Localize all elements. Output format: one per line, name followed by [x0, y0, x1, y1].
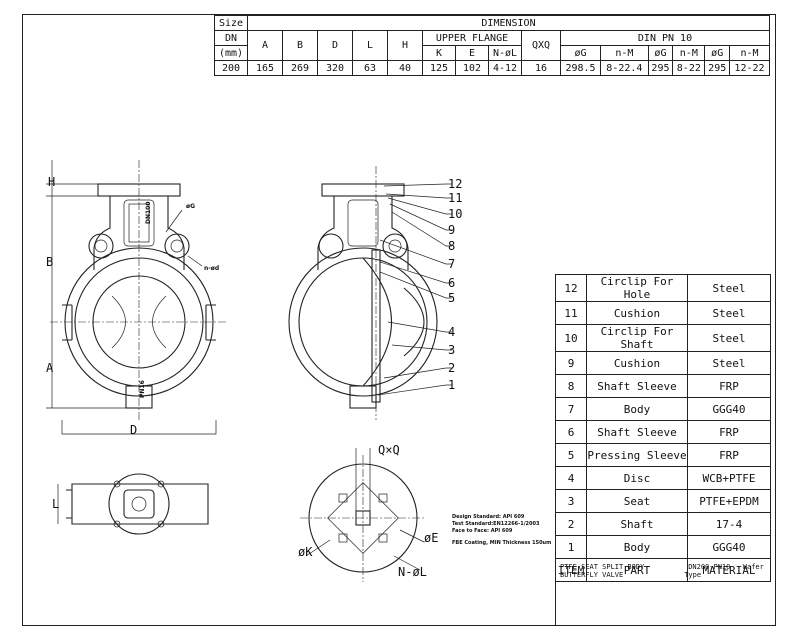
cell-no: 7 [555, 397, 587, 421]
callout-leader [383, 367, 452, 379]
cell-part: Cushion [586, 301, 688, 325]
callout-leader [385, 193, 452, 199]
label-k: øK [298, 545, 313, 559]
callout-11: 11 [448, 191, 462, 205]
label-a: A [46, 361, 54, 375]
callout-6: 6 [448, 276, 455, 290]
cell-qxq: 16 [521, 60, 561, 76]
label-h: H [48, 175, 55, 189]
cell-nm3: 12-22 [728, 60, 771, 76]
callout-2: 2 [448, 361, 455, 375]
callout-leader [377, 384, 452, 396]
callout-leader [389, 203, 452, 231]
cell-no: 12 [555, 274, 587, 302]
label-d: D [130, 423, 137, 437]
cell-material: GGG40 [687, 535, 771, 559]
cell-material: WCB+PTFE [687, 466, 771, 490]
cell-material: GGG40 [687, 397, 771, 421]
valve-name: PTFE SEAT SPLIT BODY BUTTERFLY VALVE [560, 562, 645, 579]
cell-part: Disc [586, 466, 688, 490]
callout-leader [379, 239, 452, 265]
label-e: øE [424, 531, 438, 545]
stamp-dn: DN100 [145, 201, 152, 224]
cell-material: FRP [687, 443, 771, 467]
callout-leader [391, 211, 452, 247]
cell-material: Steel [687, 351, 771, 375]
note-design-standard: Design Standard: API 609 [452, 514, 525, 520]
callout-leader [387, 321, 452, 333]
table-row: 200 165 269 320 63 40 125 102 4-12 16 29… [214, 60, 771, 76]
callout-9: 9 [448, 223, 455, 237]
label-g: øG [186, 203, 195, 210]
cell-part: Body [586, 397, 688, 421]
cell-part: Circlip For Hole [586, 274, 688, 302]
cell-a: 165 [247, 60, 283, 76]
callout-4: 4 [448, 325, 455, 339]
drawing-frame [22, 14, 776, 626]
cell-material: PTFE+EPDM [687, 489, 771, 513]
design-notes: Design Standard: API 609 Test Standard:E… [452, 514, 551, 547]
callout-leader [383, 183, 452, 187]
callout-leader [387, 197, 452, 215]
note-face-to-face: Face to Face: API 609 [452, 528, 513, 534]
cell-part: Shaft Sleeve [586, 420, 688, 444]
stamp-pn: PN16 [139, 380, 146, 398]
label-qxq: Q×Q [378, 443, 400, 457]
col-a: A [247, 30, 283, 61]
cell-part: Circlip For Shaft [586, 324, 688, 352]
callout-8: 8 [448, 239, 455, 253]
part-header: PART [586, 558, 688, 582]
callout-1: 1 [448, 378, 455, 392]
cell-part: Shaft Sleeve [586, 374, 688, 398]
callout-3: 3 [448, 343, 455, 357]
callout-leader [391, 344, 452, 351]
title-block-empty [555, 582, 771, 626]
callout-10: 10 [448, 207, 462, 221]
label-b: B [46, 255, 53, 269]
cell-material: FRP [687, 420, 771, 444]
cell-material: Steel [687, 324, 771, 352]
cell-no: 8 [555, 374, 587, 398]
title-block: PTFE SEAT SPLIT BODY BUTTERFLY VALVE DN2… [555, 560, 771, 582]
cell-part: Body [586, 535, 688, 559]
callout-5: 5 [448, 291, 455, 305]
label-l: L [52, 497, 59, 511]
note-coating: FBE Coating, MIN Thickness 150um [452, 540, 552, 546]
cell-nm2: 8-22 [672, 60, 706, 76]
label-nl: N-øL [398, 565, 427, 579]
flange-view: Q×Q øK øE N-øL [298, 443, 438, 582]
bottom-view: L [52, 473, 209, 535]
front-view: DN100 PN16 H B A D øG n-ød [46, 160, 228, 437]
cell-no: 1 [555, 535, 587, 559]
cell-g1: 298.5 [560, 60, 601, 76]
cell-no: 4 [555, 466, 587, 490]
callout-leader [379, 261, 452, 284]
dimension-table: Size DIMENSION DN A B D L H UPPER FLANGE… [214, 15, 771, 76]
valve-spec: DN200-PN10 Wafer Type [684, 562, 764, 579]
cell-k: 125 [422, 60, 456, 76]
note-test-standard: Test Standard:EN12266-1/2003 [452, 521, 540, 527]
label-nd: n-ød [204, 265, 219, 272]
cell-nm1: 8-22.4 [599, 60, 649, 76]
callout-12: 12 [448, 177, 462, 191]
callout-7: 7 [448, 257, 455, 271]
callout-leader [379, 271, 452, 299]
item-header: ITEM [555, 558, 587, 582]
